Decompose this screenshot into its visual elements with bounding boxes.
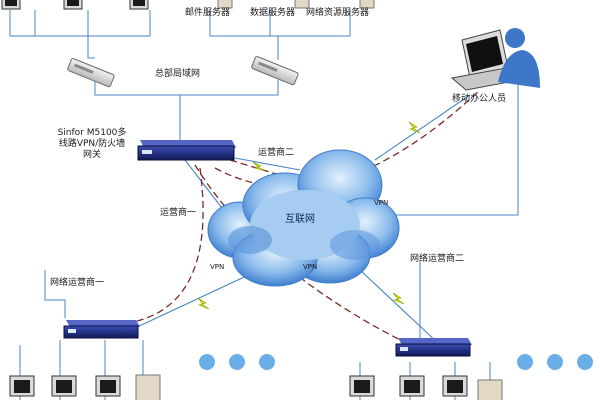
workstation-icon: [63, 0, 83, 10]
vpn-tag: VPN: [303, 263, 318, 271]
ellipsis-dots-left: [199, 354, 275, 370]
branch-gateway-right: [395, 338, 472, 357]
workstation-icon: [51, 375, 77, 397]
net-isp-two-label: 网络运营商二: [410, 254, 465, 264]
data-server-label: 数据服务器: [250, 8, 296, 18]
server-icon: [135, 374, 161, 400]
branch-workstation-icons: [9, 374, 503, 400]
mail-server-label: 邮件服务器: [185, 8, 231, 18]
internet-cloud: [207, 149, 400, 287]
vpn-gateway-label-line2: 线路VPN/防火墙: [58, 139, 126, 149]
hq-lan-label: 总部局域网: [155, 69, 201, 79]
vpn-gateway-label: Sinfor M5100多 线路VPN/防火墙 网关: [48, 128, 136, 161]
hq-workstation-icons: [1, 0, 375, 10]
ellipsis-dots-right: [517, 354, 593, 370]
workstation-icon: [9, 375, 35, 397]
workstation-icon: [349, 375, 375, 397]
vpn-tag: VPN: [210, 263, 225, 271]
server-icon: [477, 379, 503, 400]
branch-gateway-left: [63, 320, 140, 339]
server-icon: [359, 0, 375, 9]
mobile-worker-icon: [450, 28, 540, 91]
vpn-gateway-device: [137, 140, 236, 161]
web-server-label: 网络资源服务器: [306, 8, 370, 18]
net-isp-one-label: 网络运营商一: [50, 278, 105, 288]
vpn-gateway-label-line1: Sinfor M5100多: [57, 128, 127, 138]
workstation-icon: [1, 0, 21, 10]
hq-switch-left: [67, 58, 115, 88]
server-icon: [217, 0, 233, 9]
workstation-icon: [95, 375, 121, 397]
vpn-tag: VPN: [374, 199, 389, 207]
hq-switch-right: [251, 56, 299, 86]
isp-one-label: 运营商一: [160, 208, 197, 218]
mobile-staff-label: 移动办公人员: [452, 94, 507, 104]
server-icon: [294, 0, 310, 9]
isp-two-label: 运营商二: [258, 148, 295, 158]
wan-bolt-icons: [197, 121, 421, 310]
workstation-icon: [129, 0, 149, 10]
internet-label: 互联网: [285, 214, 315, 225]
workstation-icon: [399, 375, 425, 397]
workstation-icon: [442, 375, 468, 397]
vpn-gateway-label-line3: 网关: [82, 150, 101, 160]
